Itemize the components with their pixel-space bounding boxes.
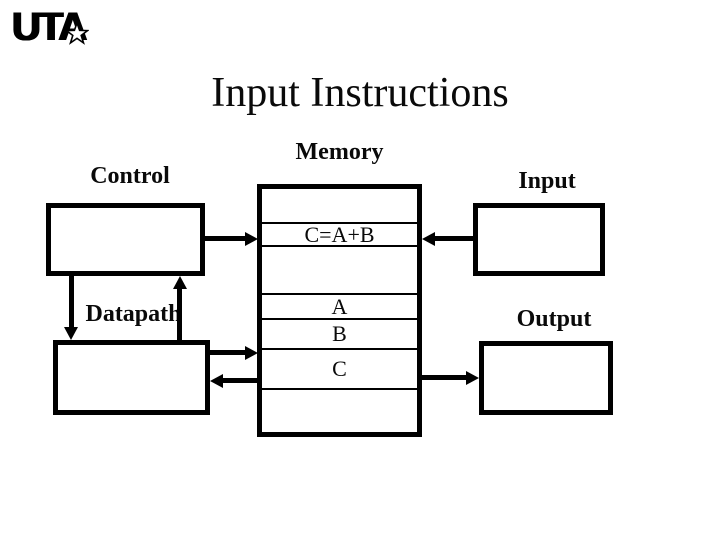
memory-divider <box>262 245 417 247</box>
arrowhead-datapath-to-control <box>173 276 187 289</box>
control-label: Control <box>90 163 170 189</box>
arrow-control-to-datapath <box>69 276 74 328</box>
star-icon <box>65 21 89 45</box>
memory-divider <box>262 222 417 224</box>
datapath-label: Datapath <box>85 301 182 327</box>
arrowhead-control-to-datapath <box>64 327 78 340</box>
memory-cell-instruction: C=A+B <box>304 221 375 247</box>
memory-divider <box>262 318 417 320</box>
memory-divider <box>262 388 417 390</box>
memory-divider <box>262 293 417 295</box>
input-label: Input <box>518 168 576 194</box>
output-label: Output <box>516 306 592 332</box>
input-box <box>473 203 605 276</box>
slide-title: Input Instructions <box>211 70 509 116</box>
memory-cell-c: C <box>332 356 347 381</box>
output-box <box>479 341 613 415</box>
arrowhead-memory-to-datapath <box>210 374 223 388</box>
memory-label: Memory <box>295 139 384 165</box>
memory-divider <box>262 348 417 350</box>
memory-cell-b: B <box>332 321 347 346</box>
memory-cell-a: A <box>331 293 348 319</box>
arrow-control-to-memory <box>205 236 246 241</box>
arrowhead-memory-to-output <box>466 371 479 385</box>
arrow-input-to-memory <box>434 236 473 241</box>
arrowhead-control-to-memory <box>245 232 258 246</box>
arrowhead-datapath-to-memory <box>245 346 258 360</box>
arrow-datapath-to-memory <box>210 350 246 355</box>
memory-box: C=A+B A B C <box>257 184 422 437</box>
arrow-memory-to-output <box>422 375 467 380</box>
datapath-box <box>53 340 210 415</box>
arrowhead-input-to-memory <box>422 232 435 246</box>
arrow-datapath-to-control <box>177 289 182 340</box>
arrow-memory-to-datapath <box>223 378 257 383</box>
control-box <box>46 203 205 276</box>
